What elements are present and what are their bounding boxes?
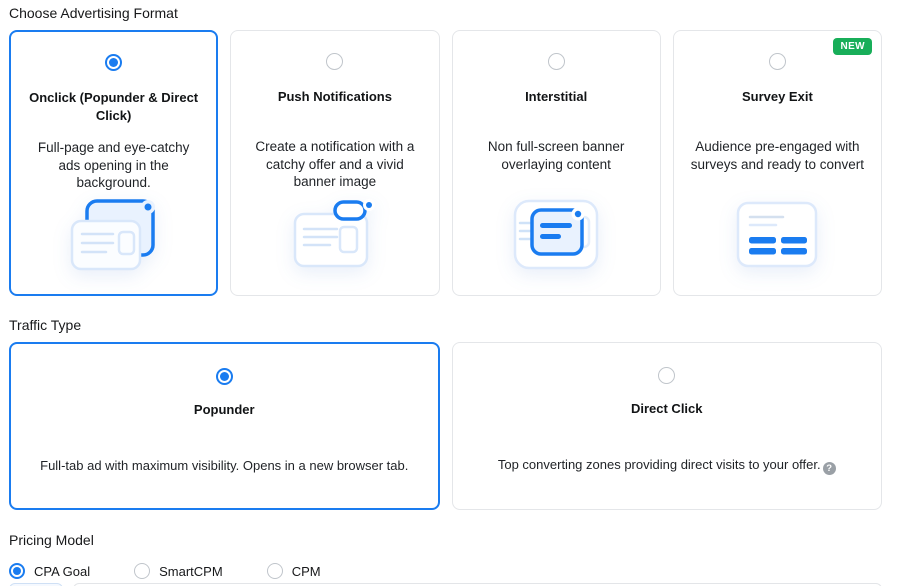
card-description: Full-page and eye-catchy ads opening in … xyxy=(37,140,190,190)
pricing-option-cpm[interactable]: CPM xyxy=(266,563,321,579)
format-card-grid: Onclick (Popunder & Direct Click) Full-p… xyxy=(9,30,882,296)
pricing-option-smartcpm[interactable]: SmartCPM xyxy=(134,563,223,579)
traffic-section-label: Traffic Type xyxy=(9,317,82,333)
interstitial-banner-icon xyxy=(509,189,603,281)
help-question-icon[interactable]: ? xyxy=(822,462,836,476)
traffic-card-direct-click[interactable]: Direct Click Top converting zones provid… xyxy=(451,342,882,510)
pricing-option-label: CPM xyxy=(291,563,321,579)
card-title: Onclick (Popunder & Direct Click) xyxy=(29,90,199,123)
format-card-survey-exit[interactable]: NEW Survey Exit Audience pre-engaged wit… xyxy=(672,30,882,296)
radio-unselected-icon[interactable] xyxy=(658,367,676,384)
survey-exit-icon xyxy=(730,189,824,281)
card-title: Push Notifications xyxy=(277,89,392,104)
card-description: Non full-screen banner overlaying conten… xyxy=(487,139,625,172)
card-description: Audience pre-engaged with surveys and re… xyxy=(690,139,865,172)
card-title: Interstitial xyxy=(525,89,588,104)
new-badge: NEW xyxy=(833,38,872,55)
radio-unselected-icon[interactable] xyxy=(768,53,786,70)
card-description: Full-tab ad with maximum visibility. Ope… xyxy=(40,458,409,473)
radio-unselected-icon[interactable] xyxy=(326,53,344,70)
onclick-windows-icon xyxy=(64,192,164,281)
pricing-section-label: Pricing Model xyxy=(9,532,94,548)
card-title: Survey Exit xyxy=(741,89,813,104)
card-title: Popunder xyxy=(193,402,255,417)
pricing-option-cpa-goal[interactable]: CPA Goal xyxy=(9,563,90,579)
card-description-text: Top converting zones providing direct vi… xyxy=(497,457,821,472)
radio-selected-icon[interactable] xyxy=(215,368,233,385)
radio-unselected-icon[interactable] xyxy=(266,563,283,579)
format-card-onclick[interactable]: Onclick (Popunder & Direct Click) Full-p… xyxy=(9,30,219,296)
format-card-push[interactable]: Push Notifications Create a notification… xyxy=(230,30,440,296)
radio-selected-icon[interactable] xyxy=(9,563,25,579)
push-notification-icon xyxy=(287,191,383,282)
pricing-option-label: SmartCPM xyxy=(159,563,223,579)
card-title: Direct Click xyxy=(630,401,703,416)
card-description: Top converting zones providing direct vi… xyxy=(497,456,836,476)
bid-input-row xyxy=(9,583,882,586)
card-description: Create a notification with a catchy offe… xyxy=(255,139,415,189)
traffic-card-popunder[interactable]: Popunder Full-tab ad with maximum visibi… xyxy=(9,342,440,510)
pricing-model-radio-group: CPA Goal SmartCPM CPM xyxy=(9,563,882,579)
radio-selected-icon[interactable] xyxy=(105,54,123,71)
traffic-card-grid: Popunder Full-tab ad with maximum visibi… xyxy=(9,342,882,510)
radio-unselected-icon[interactable] xyxy=(547,53,565,70)
pricing-option-label: CPA Goal xyxy=(34,563,91,579)
format-section-label: Choose Advertising Format xyxy=(9,5,178,21)
radio-unselected-icon[interactable] xyxy=(134,563,151,579)
format-card-interstitial[interactable]: Interstitial Non full-screen banner over… xyxy=(451,30,661,296)
